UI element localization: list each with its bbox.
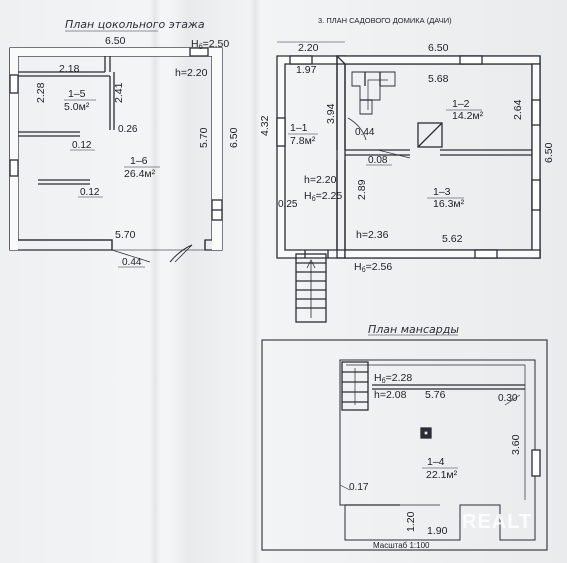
- room-1-4-id: 1–4: [427, 456, 445, 468]
- dim-220: 2.20: [298, 42, 319, 54]
- dim-044-g: 0.44: [355, 127, 375, 138]
- paper-fold: [150, 0, 160, 563]
- dim-197: 1.97: [296, 64, 317, 76]
- dim-562: 5.62: [442, 233, 463, 245]
- room-1-6-id: 1–6: [130, 155, 148, 167]
- paper-fold: [250, 0, 260, 563]
- dim-432: 4.32: [259, 115, 271, 136]
- watermark-logo: REALT: [462, 511, 532, 533]
- dim-570-h: 5.70: [115, 229, 136, 241]
- dim-008: 0.08: [368, 155, 388, 166]
- dim-012b: 0.12: [80, 187, 100, 198]
- dim-264: 2.64: [512, 99, 524, 120]
- dim-hb228: Hб=2.28: [374, 372, 412, 385]
- dim-241: 2.41: [113, 82, 125, 103]
- ground-title: 3. ПЛАН САДОВОГО ДОМИКА (ДАЧИ): [318, 16, 452, 25]
- dim-030: 0.30: [498, 393, 518, 404]
- ground-plan: [276, 41, 541, 323]
- dim-228: 2.28: [35, 82, 47, 103]
- basement-labels: План цокольного этажа 6.50 Hб=2.50 h=2.2…: [35, 18, 240, 268]
- room-1-5-area: 5.0м²: [64, 101, 90, 113]
- basement-plan: [9, 47, 223, 263]
- dim-650-v: 6.50: [228, 127, 240, 148]
- ground-labels: 3. ПЛАН САДОВОГО ДОМИКА (ДАЧИ) 2.20 6.50…: [259, 16, 555, 274]
- dim-hb: Hб=2.50: [191, 38, 229, 51]
- dim-h220: h=2.20: [304, 174, 337, 186]
- dim-568: 5.68: [428, 73, 449, 85]
- dim-289: 2.89: [356, 179, 368, 200]
- dim-650-top: 6.50: [428, 42, 449, 54]
- room-1-2-id: 1–2: [452, 98, 470, 110]
- room-1-6-area: 26.4м²: [124, 168, 156, 180]
- dim-650-right: 6.50: [543, 142, 555, 163]
- dim-394: 3.94: [325, 103, 337, 124]
- basement-title: План цокольного этажа: [65, 18, 205, 31]
- attic-plan: [261, 339, 548, 551]
- dim-017: 0.17: [349, 482, 369, 493]
- dim-width: 6.50: [105, 35, 126, 47]
- room-1-3-id: 1–3: [433, 186, 451, 198]
- dim-120: 1.20: [405, 511, 417, 532]
- attic-title: План мансарды: [368, 323, 459, 336]
- dim-190: 1.90: [427, 525, 448, 537]
- dim-h236: h=2.36: [356, 229, 389, 241]
- room-1-1-area: 7.8м²: [290, 135, 316, 147]
- scale-label: Масштаб 1:100: [373, 541, 430, 550]
- dim-576: 5.76: [425, 389, 446, 401]
- room-1-5-id: 1–5: [68, 88, 86, 100]
- room-1-1-id: 1–1: [290, 122, 308, 134]
- dim-026: 0.26: [118, 124, 138, 135]
- dim-012a: 0.12: [72, 140, 92, 151]
- room-1-2-area: 14.2м²: [452, 110, 484, 122]
- room-1-3-area: 16.3м²: [433, 198, 465, 210]
- attic-labels: План мансарды Hб=2.28 h=2.08 5.76 0.30 3…: [349, 323, 522, 550]
- dim-h: h=2.20: [175, 67, 208, 79]
- dim-044: 0.44: [122, 257, 142, 268]
- dim-360: 3.60: [510, 434, 522, 455]
- dim-570-v: 5.70: [198, 127, 210, 148]
- dim-218: 2.18: [59, 63, 80, 75]
- dim-025: 0.25: [278, 199, 298, 210]
- dim-h208: h=2.08: [374, 389, 407, 401]
- room-1-4-area: 22.1м²: [426, 469, 458, 481]
- dim-hb225: Hб=2.25: [304, 190, 342, 203]
- dim-hb256: Hб=2.56: [354, 261, 392, 274]
